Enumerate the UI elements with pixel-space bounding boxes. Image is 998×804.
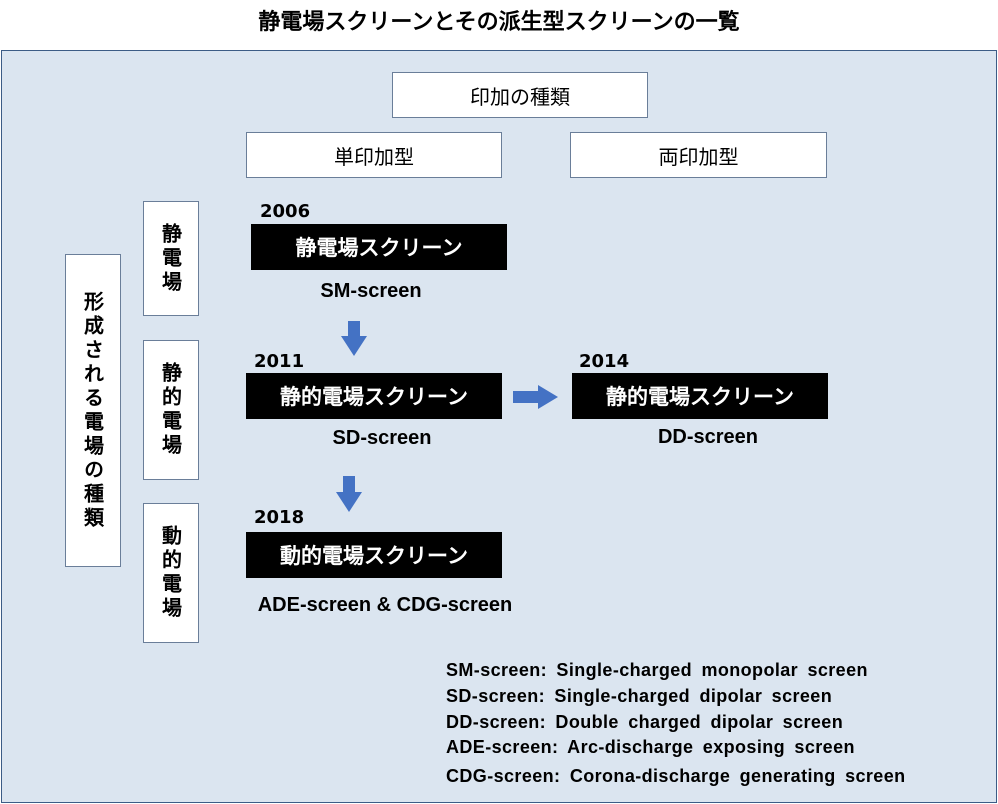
- row-label-dynamic-field: 動的電場: [143, 503, 199, 643]
- sm-year: 2006: [260, 201, 311, 222]
- dynamic-screen-node: 動的電場スクリーン: [246, 532, 502, 578]
- arrow-sd-to-ade: [336, 476, 362, 512]
- legend-item-cdg: CDG-screen: Corona-discharge generating …: [446, 766, 906, 786]
- application-type-header: 印加の種類: [392, 72, 648, 118]
- legend-item-sm: SM-screen: Single-charged monopolar scre…: [446, 660, 868, 680]
- single-application-header: 単印加型: [246, 132, 502, 178]
- row-label-static-derived-field: 静的電場: [143, 340, 199, 480]
- legend-item-ade: ADE-screen: Arc-discharge exposing scree…: [446, 737, 855, 757]
- dd-year: 2014: [579, 351, 630, 372]
- diagram-title: 静電場スクリーンとその派生型スクリーンの一覧: [258, 10, 740, 35]
- dd-screen-code: DD-screen: [657, 426, 759, 448]
- arrow-sd-to-dd: [513, 385, 558, 409]
- sd-screen-code: SD-screen: [332, 427, 432, 449]
- ade-cdg-screen-code: ADE-screen & CDG-screen: [257, 594, 513, 616]
- sd-screen-node: 静的電場スクリーン: [246, 373, 502, 419]
- field-type-row-group-label: 形成される電場の種類: [65, 254, 121, 567]
- legend-item-dd: DD-screen: Double charged dipolar screen: [446, 712, 844, 732]
- legend-item-sd: SD-screen: Single-charged dipolar screen: [446, 686, 833, 706]
- sm-screen-node: 静電場スクリーン: [251, 224, 507, 270]
- arrow-sm-to-sd: [341, 321, 367, 356]
- double-application-header: 両印加型: [570, 132, 827, 178]
- sm-screen-code: SM-screen: [320, 280, 422, 302]
- dd-screen-node: 静的電場スクリーン: [572, 373, 828, 419]
- row-label-static-field: 静電場: [143, 201, 199, 316]
- sd-year: 2011: [254, 351, 305, 372]
- ade-year: 2018: [254, 507, 305, 528]
